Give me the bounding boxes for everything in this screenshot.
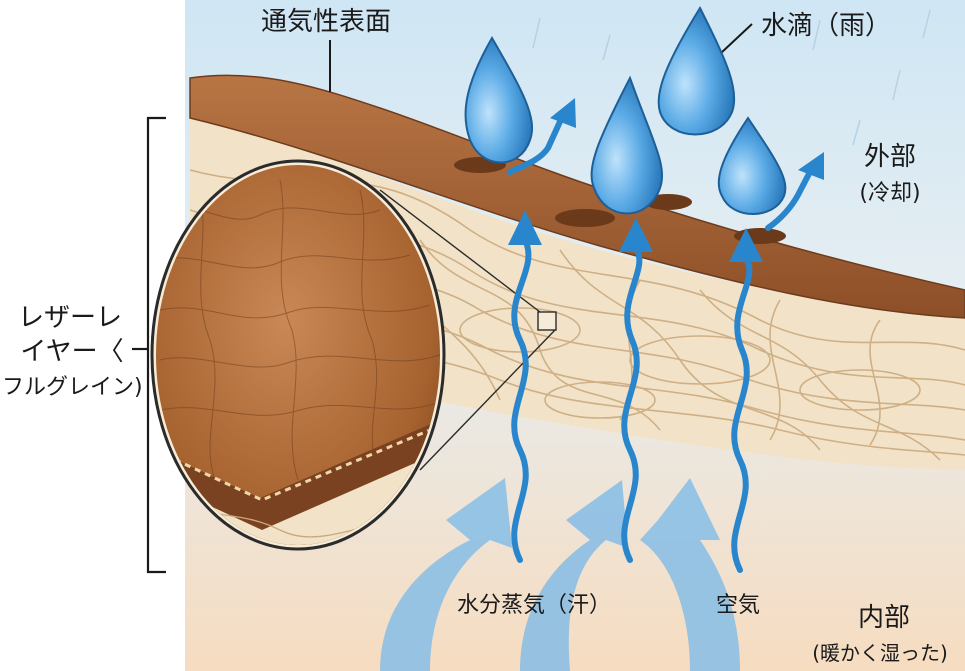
label-vapor: 水分蒸気（汗）	[457, 593, 611, 618]
air-arrows	[380, 478, 740, 671]
label-breathable-surface: 通気性表面	[261, 7, 391, 37]
label-inside-note: (暖かく湿った)	[812, 641, 948, 665]
magnified-leather-inset	[150, 159, 446, 551]
outflow-arrows	[507, 112, 815, 231]
label-leather-layer-2: イヤー〈	[20, 337, 123, 367]
water-drops	[464, 5, 787, 215]
label-inside: 内部	[858, 603, 910, 633]
leather-surface	[189, 74, 965, 319]
label-outside: 外部	[864, 142, 916, 172]
water-drop-4	[717, 116, 787, 215]
water-drop-2	[590, 75, 664, 215]
water-drop-3	[657, 5, 736, 136]
label-leather-layer-3: (フルグレイン)	[0, 375, 143, 400]
zoom-lines	[379, 189, 557, 471]
layer-bracket	[132, 116, 166, 574]
vapor-arrows	[511, 237, 753, 573]
water-drop-1	[464, 35, 534, 164]
vapor-arrowheads	[508, 210, 763, 262]
outflow-arrowheads	[550, 98, 824, 180]
label-water-drops: 水滴（雨）	[761, 11, 891, 41]
label-leather-layer-1: レザーレ	[18, 303, 122, 333]
label-air: 空気	[716, 593, 760, 618]
label-outside-note: (冷却)	[859, 181, 920, 206]
